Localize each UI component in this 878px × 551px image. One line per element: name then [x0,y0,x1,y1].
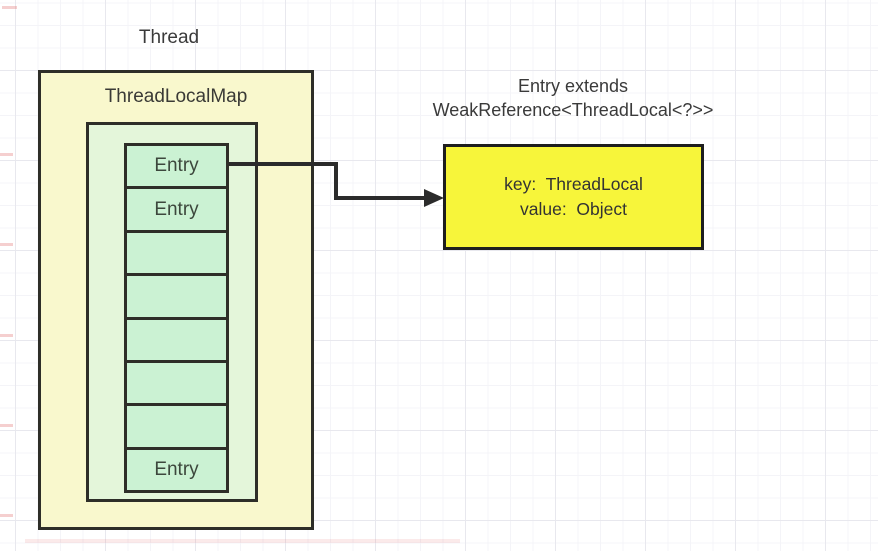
entry-table: Entry Entry Entry [124,143,229,493]
grid-red-mark [0,334,13,337]
grid-red-mark [0,153,13,156]
arrowhead-icon [424,189,444,207]
entry-note-line2: WeakReference<ThreadLocal<?>> [432,100,714,120]
entry-cell [127,273,226,317]
entry-cell [127,229,226,274]
grid-red-mark [0,514,13,517]
entry-cell: Entry [127,146,226,187]
entry-detail-box: key: ThreadLocal value: Object [443,144,704,250]
grid-red-mark [0,424,13,427]
threadlocalmap-title: ThreadLocalMap [104,86,248,107]
entry-cell: Entry [127,186,226,230]
grid-red-mark [2,6,17,9]
entry-key-text: key: ThreadLocal [504,174,643,194]
grid-red-mark [25,539,460,543]
thread-title: Thread [138,27,200,48]
grid-red-mark [0,243,13,246]
entry-value-text: value: Object [520,199,627,219]
entry-cell [127,403,226,447]
entry-note-line1: Entry extends [517,76,629,96]
entry-cell [127,316,226,360]
entry-cell: Entry [127,446,226,490]
entry-cell [127,359,226,404]
entry-note: Entry extends WeakReference<ThreadLocal<… [398,74,748,122]
